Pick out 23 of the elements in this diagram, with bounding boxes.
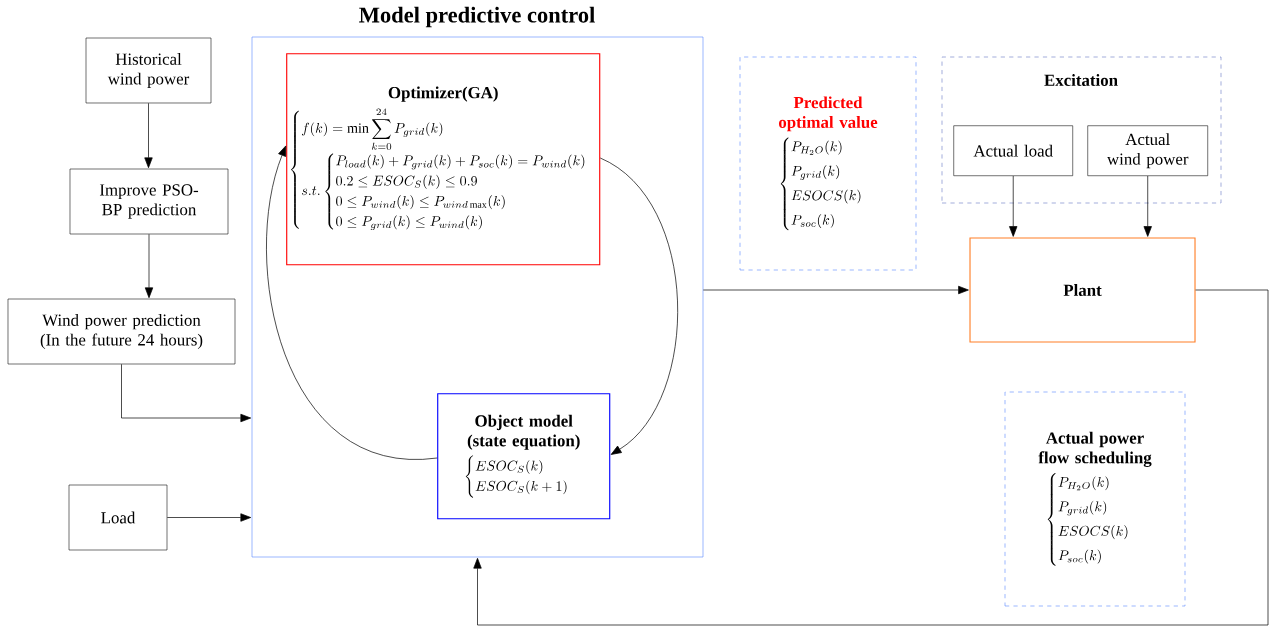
process-box: Historical wind power [85,37,212,104]
process-box: Improve PSO-BP prediction [69,168,229,235]
box-heading: Excitation [1044,74,1118,86]
process-box: Load [68,484,168,551]
arrow [1143,175,1152,237]
model-box: Object model (state equation) $\begin{cases}ESOC_S(k)\\ ESOC_S(k+1)\end{cases}$ [437,393,611,520]
arrow [599,157,678,455]
process-box: Actual load [953,125,1073,176]
process-box: Wind power prediction (In the future 24 hours) [7,298,236,365]
arrow [1009,175,1018,237]
arrow [166,513,252,522]
dashed-box: Actual power flow scheduling $\begin{cases}P_{H_2O}(k)\\[3pt] P_{grid}(k)\\[3pt] ESOCS(k)\\[3pt] P_{soc}(k)\end{cases}$ [1004,391,1186,607]
arrow [266,145,438,460]
dashed-box: Predicted optimal value $\begin{cases}P_{H_2O}(k)\\[3pt] P_{grid}(k)\\[3pt] ESOCS(k)\\[3pt] P_{soc}(k)\end{cases}$ [739,56,917,271]
plant-box: Plant [969,237,1196,343]
process-box: Actual wind power [1087,125,1208,176]
arrow [702,285,969,295]
arrow [473,289,1269,626]
box-heading: Model predictive control [359,6,595,28]
arrow [121,363,252,423]
arrow [144,233,154,299]
optimizer-box: Optimizer(GA) $\begin{cases} f(k)=\min\displaystyle\sum_{k=0}^{24}P_{grid}(k)\\[4pt] s.t.\begin{cases}P_{load}(k)+P_{grid}(k)+P_{soc}(k)=P_{wind}(k)\\ 0.2\le ESOC_S(k)\le 0.9\\ 0\le P_{wind}(k)\le P_{wind\max}(k)\\ 0\le P_{grid}(k)\le P_{wind}(k)\end{cases}\end{cases}$ [286,53,601,266]
arrow [144,102,153,169]
